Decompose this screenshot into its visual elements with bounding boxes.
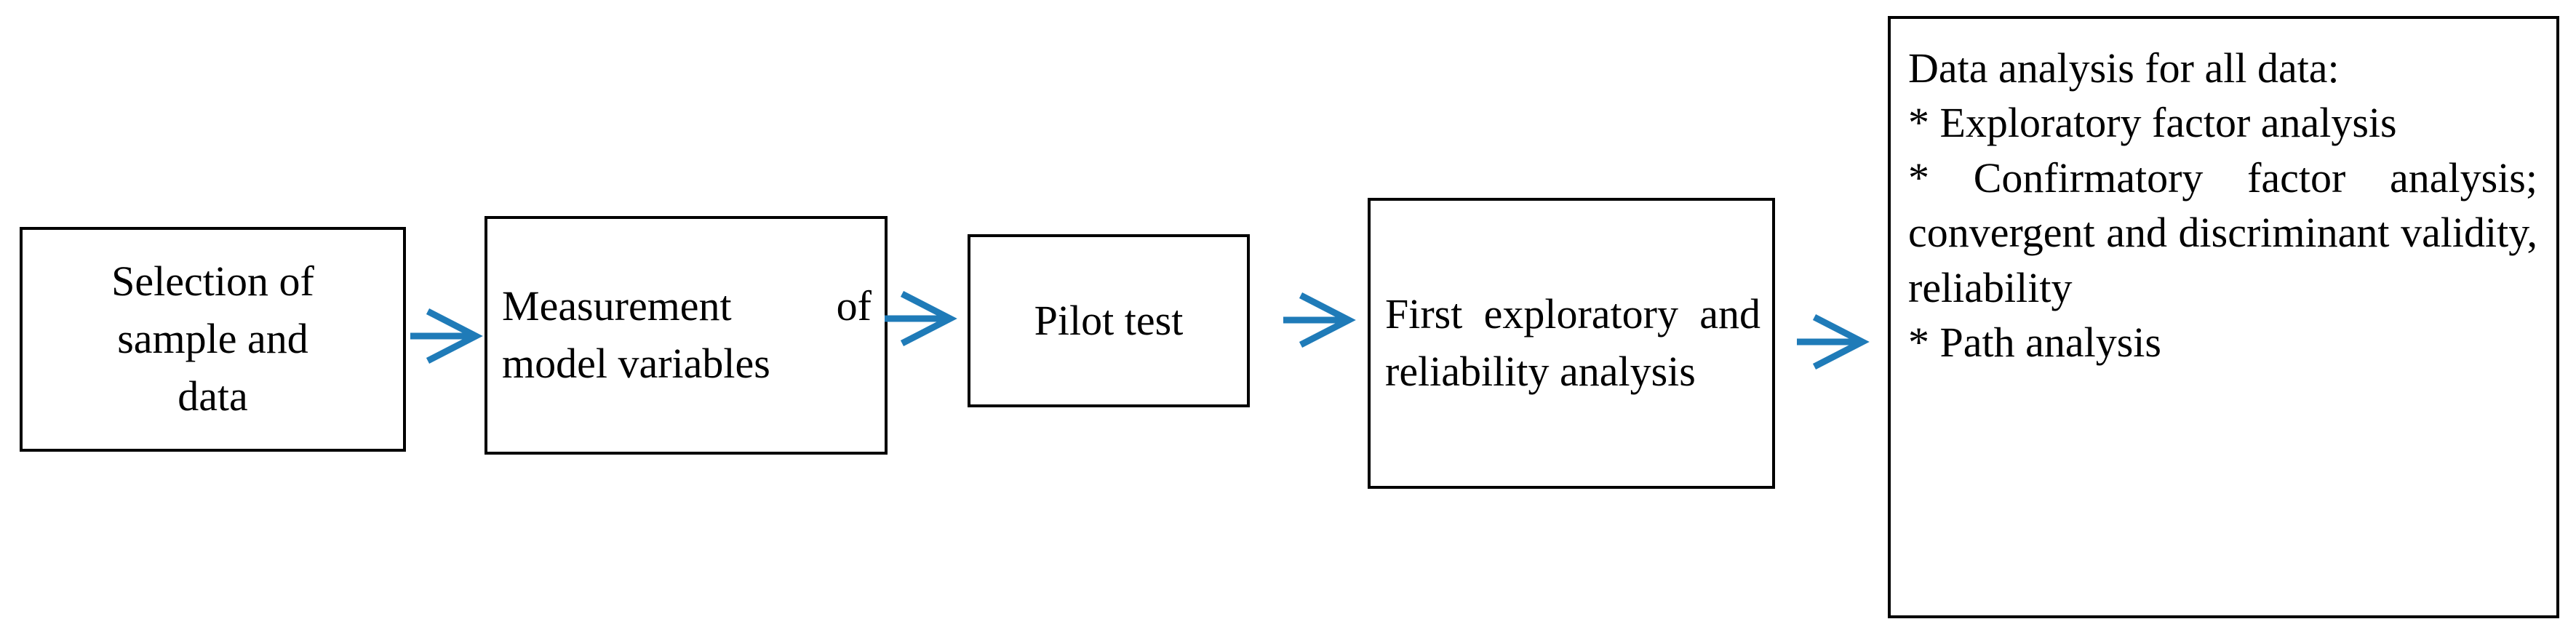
arrow-right-icon [1283, 292, 1356, 348]
process-box-selection[interactable]: Selection of sample and data [20, 227, 406, 452]
process-box-first-analysis-label: First exploratory and reliability analys… [1385, 290, 1760, 395]
arrow-right-icon [885, 290, 957, 347]
process-box-selection-label: Selection of sample and data [111, 257, 314, 420]
arrow-right-icon [410, 308, 483, 364]
process-box-measurement-label: Measurement of model variables [502, 282, 872, 387]
process-box-data-analysis[interactable]: Data analysis for all data: * Explorator… [1888, 16, 2559, 618]
process-box-measurement[interactable]: Measurement of model variables [485, 216, 888, 455]
process-box-pilot-test[interactable]: Pilot test [968, 234, 1250, 407]
process-box-pilot-test-label: Pilot test [1034, 296, 1184, 344]
process-box-data-analysis-label: Data analysis for all data: * Explorator… [1908, 44, 2537, 366]
process-box-first-analysis[interactable]: First exploratory and reliability analys… [1368, 198, 1775, 489]
arrow-right-icon [1797, 314, 1870, 370]
